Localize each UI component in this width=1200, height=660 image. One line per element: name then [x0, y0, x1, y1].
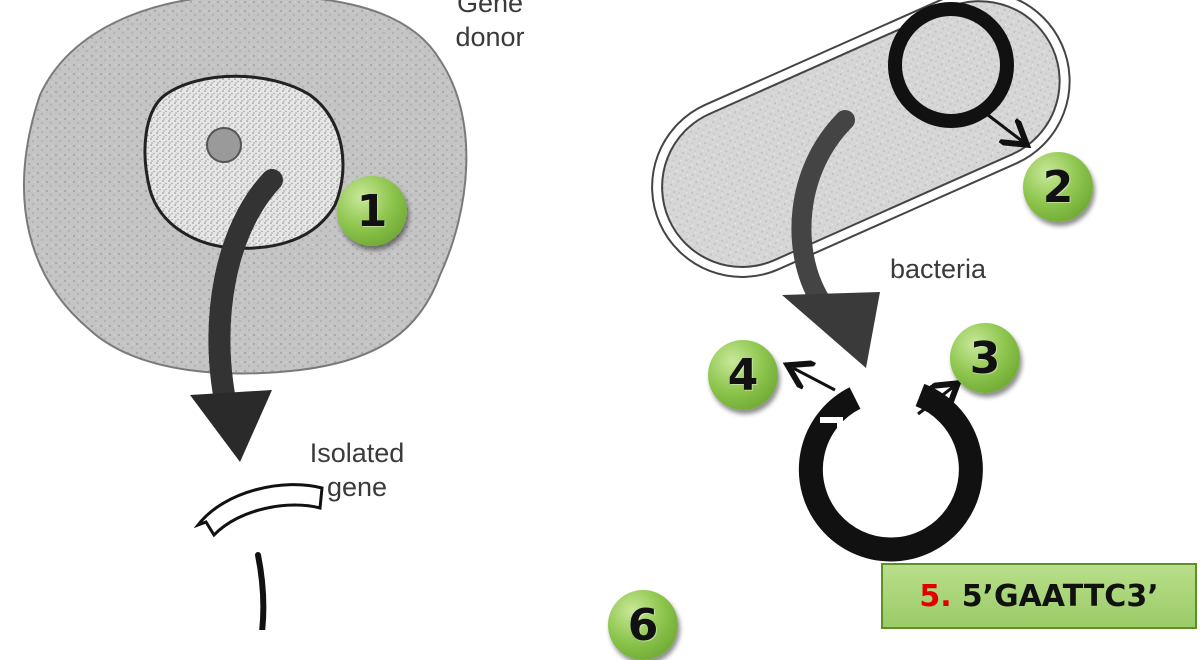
- isolated-line2: gene: [326, 472, 388, 502]
- donor-arrow-shaft: [208, 169, 283, 411]
- diagram-stage: Gene donor bacteria Isolated gene 1 2 3 …: [23, 0, 1197, 660]
- badge-1: 1: [337, 176, 407, 246]
- dna-strand: [255, 552, 267, 635]
- pointer-arrow-2: [987, 113, 1022, 141]
- sequence-text: 5’GAATTC3’: [961, 578, 1159, 614]
- pointer-arrow-3: [917, 387, 953, 416]
- gene-donor-label: Gene donor: [440, 0, 540, 54]
- sequence-number: 5.: [919, 578, 952, 614]
- bacterium: [651, 0, 1071, 278]
- nucleolus: [206, 127, 242, 163]
- badge-2: 2: [1023, 152, 1093, 222]
- gene-donor-line2: donor: [455, 22, 525, 52]
- sticky-end-right: [917, 419, 936, 440]
- sticky-end-left: [820, 417, 843, 440]
- badge-3: 3: [950, 323, 1020, 393]
- isolated-gene-fragment: [193, 483, 324, 538]
- cut-plasmid: [798, 383, 983, 562]
- badge-6: 6: [608, 590, 678, 660]
- donor-nucleus: [143, 74, 345, 250]
- recognition-sequence-box: 5. 5’GAATTC3’: [881, 563, 1197, 629]
- donor-arrow-head: [190, 390, 272, 462]
- bacterium-arrow-head: [782, 292, 880, 368]
- gene-donor-line1: Gene: [456, 0, 524, 18]
- isolated-gene-label: Isolated gene: [292, 436, 422, 504]
- bacteria-label: bacteria: [889, 254, 987, 284]
- badge-4: 4: [708, 340, 778, 410]
- bacterium-arrow-shaft: [791, 110, 855, 310]
- isolated-line1: Isolated: [309, 438, 405, 468]
- plasmid-ring: [888, 2, 1014, 128]
- pointer-arrow-4: [793, 368, 836, 392]
- diagram-artwork: [23, 0, 1071, 635]
